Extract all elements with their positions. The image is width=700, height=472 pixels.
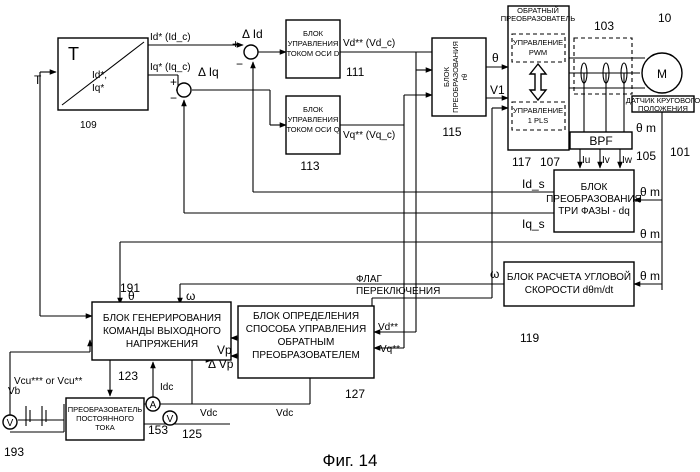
signal-iu: Iu xyxy=(582,155,590,166)
signal-vd-fb: Vd** xyxy=(378,322,398,333)
current-sensor-box xyxy=(574,38,632,94)
d-controller-ref: 111 xyxy=(346,65,365,79)
signal-theta: θ xyxy=(492,51,499,65)
svg-text:A: A xyxy=(150,400,157,411)
figure-caption: Фиг. 14 xyxy=(323,451,378,470)
torque-map-ref: 109 xyxy=(80,120,97,131)
sum-junction-d xyxy=(244,45,258,59)
inverter-block xyxy=(508,6,569,150)
signal-id-s: Id_s xyxy=(522,177,545,191)
q-controller-ref: 113 xyxy=(300,159,319,173)
signal-iv: Iv xyxy=(602,155,610,166)
current-sensor-ref: 103 xyxy=(594,19,614,33)
svg-text:V: V xyxy=(7,418,14,429)
signal-omega-out: ω xyxy=(490,267,499,281)
angular-speed-block xyxy=(504,262,634,306)
bpf-ref: 105 xyxy=(636,149,656,163)
signal-v1: V1 xyxy=(490,83,505,97)
signal-switch-flag: ФЛАГПЕРЕКЛЮЧЕНИЯ xyxy=(356,274,440,297)
signal-vd-out: Vd** (Vd_c) xyxy=(343,38,395,49)
vb-meter-ref: 193 xyxy=(4,445,24,459)
signal-theta-m-bus: θ m xyxy=(640,227,660,241)
signal-omega-in: ω xyxy=(186,289,195,303)
signal-theta-m-speed: θ m xyxy=(640,269,660,283)
signal-vq-fb: Vq** xyxy=(380,344,400,355)
motor-label: M xyxy=(657,67,667,81)
idc-meter-ref: 153 xyxy=(148,423,168,437)
converter-ref: 115 xyxy=(442,125,461,139)
vb-meter: V xyxy=(3,415,17,429)
inverter-ref: 117 xyxy=(512,155,531,169)
signal-delta-vp: Δ Vp xyxy=(208,357,234,371)
signal-iq-s: Iq_s xyxy=(522,217,545,231)
signal-delta-id: Δ Id xyxy=(242,27,263,41)
signal-vdc-left: Vdc xyxy=(200,408,217,419)
signal-id-cmd: Id* (Id_c) xyxy=(150,32,191,43)
signal-theta-m-dq: θ m xyxy=(640,185,660,199)
signal-theta-in: θ xyxy=(128,289,135,303)
sum-junction-q xyxy=(177,83,191,97)
position-sensor-ref: 101 xyxy=(670,145,690,159)
signal-vcu: Vcu*** or Vcu** xyxy=(14,376,82,387)
sign-plus-d: + xyxy=(232,37,239,51)
signal-vdc-right: Vdc xyxy=(276,408,293,419)
signal-idc: Idc xyxy=(160,382,173,393)
dc-converter-ref: 123 xyxy=(118,369,138,383)
sign-minus-q: − xyxy=(170,91,177,105)
speed-calc-ref: 119 xyxy=(520,331,539,345)
motor-ref: 10 xyxy=(658,11,672,25)
sign-plus-q: + xyxy=(170,75,177,89)
three-phase-ref: 107 xyxy=(540,155,560,169)
signal-iq-cmd: Iq* (Iq_c) xyxy=(150,62,191,73)
idc-meter: A xyxy=(146,397,160,411)
mode-select-ref: 127 xyxy=(345,387,365,401)
signal-vq-out: Vq** (Vq_c) xyxy=(343,130,395,141)
torque-map-t-label: T xyxy=(68,44,79,64)
signal-vb: Vb xyxy=(8,386,21,397)
signal-t-in: T xyxy=(34,73,42,87)
battery-icon xyxy=(26,406,46,426)
signal-delta-iq: Δ Iq xyxy=(198,65,219,79)
vdc-meter-ref: 125 xyxy=(182,427,202,441)
bpf-label: BPF xyxy=(589,134,612,148)
signal-theta-m-sensor: θ m xyxy=(636,121,656,135)
sign-minus-d: − xyxy=(236,57,243,71)
signal-iw: Iw xyxy=(622,155,633,166)
signal-vp: Vp xyxy=(217,343,232,357)
